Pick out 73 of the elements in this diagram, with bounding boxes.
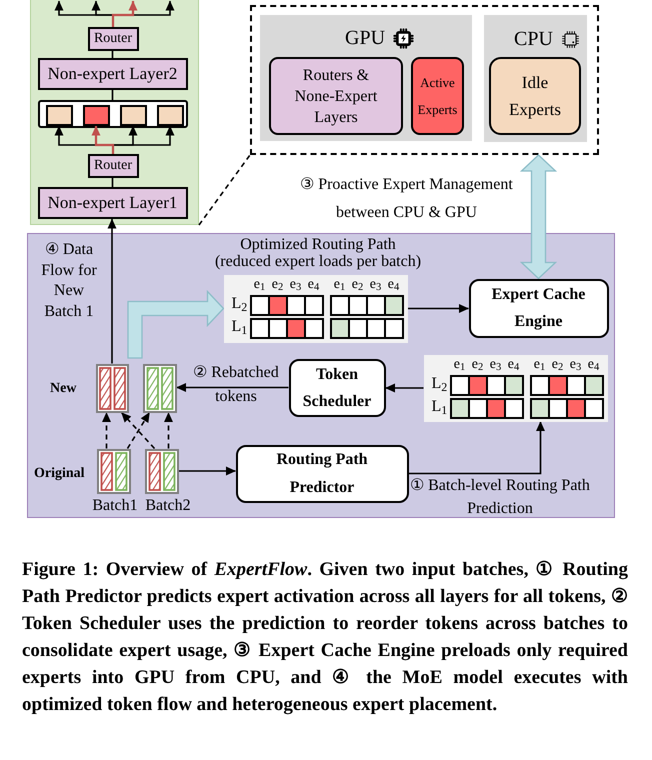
node-caption: Optimized Routing Path — [239, 236, 397, 254]
gpu-panel — [260, 15, 472, 141]
column-header: e$_{4}$ — [306, 276, 320, 292]
column-header: e$_{4}$ — [386, 276, 400, 292]
cpu-panel — [484, 15, 587, 142]
layer-box: Non-expert Layer2 — [38, 58, 188, 90]
figure-caption: Figure 1: Overview of ExpertFlow. Given two input batches, ① Routing Path Predictor predicts expert activation across all layers for all tokens, ② Token Scheduler uses the prediction to reorder tokens across batches to consolidate expert usage, ③ Expert Cache Engine preloads only required experts into GPU from CPU, and ④ the MoE model executes with optimized token flow and heterogeneous expert placement. — [22, 558, 628, 717]
idle-experts-box: Idle Experts — [489, 57, 581, 135]
column-header: e$_{1}$ — [532, 356, 546, 372]
column-header: e$_{2}$ — [470, 356, 484, 372]
active-experts-box: Active Experts — [411, 57, 464, 135]
column-header: e$_{4}$ — [586, 356, 600, 372]
router-box: Router — [88, 27, 138, 51]
module-box: Expert Cache Engine — [468, 278, 608, 338]
arrow — [176, 383, 288, 392]
arrow — [385, 384, 424, 392]
zoom-callout-frame — [250, 5, 599, 155]
arrow — [112, 0, 138, 27]
column-header: e$_{3}$ — [368, 276, 382, 292]
expert-row — [38, 100, 188, 128]
panel-title: CPU — [514, 28, 553, 50]
expert-block — [120, 105, 146, 126]
dashed-line — [198, 154, 251, 226]
edge-label: ① Batch-level Routing Path Prediction — [410, 476, 590, 519]
connector-line — [112, 90, 114, 100]
layer-box: Non-expert Layer1 — [38, 187, 188, 219]
arrow — [408, 421, 545, 474]
row-header: L$_{2}$ — [432, 375, 448, 393]
row-header: L$_{2}$ — [232, 295, 248, 313]
module-box: Routing Path Predictor — [236, 444, 408, 502]
column-header: e$_{2}$ — [270, 276, 284, 292]
dashed-arrow — [102, 412, 111, 448]
row-header: L$_{1}$ — [232, 318, 248, 336]
connector-line — [112, 178, 114, 187]
arrow — [178, 466, 236, 476]
dashed-arrow — [120, 412, 156, 450]
column-header: e$_{1}$ — [452, 356, 466, 372]
dashed-arrow — [164, 412, 173, 448]
row-header: L$_{1}$ — [432, 398, 448, 416]
column-header: e$_{3}$ — [288, 276, 302, 292]
column-header: e$_{2}$ — [550, 356, 564, 372]
node-caption: Batch1 — [91, 497, 139, 515]
column-header: e$_{1}$ — [252, 276, 266, 292]
edge-label: ④ Data Flow for New Batch 1 — [40, 240, 98, 322]
edge-label: ② Rebatched tokens — [192, 363, 280, 407]
component-box: Routers & None-Expert Layers — [269, 57, 403, 135]
row-label: Original — [34, 465, 85, 483]
block-arrow — [127, 290, 224, 359]
arrow — [108, 218, 116, 364]
dashed-arrow — [126, 412, 150, 449]
column-header: e$_{1}$ — [332, 276, 346, 292]
routing-table — [424, 354, 608, 422]
module-box: Token Scheduler — [288, 358, 386, 416]
edge-label: ③ Proactive Expert Management between CPU & GPU — [299, 175, 514, 223]
arrow — [92, 126, 114, 154]
arrow — [408, 304, 469, 313]
node-caption: Batch2 — [144, 497, 192, 515]
node-caption: (reduced expert loads per batch) — [214, 253, 422, 271]
routing-table — [224, 274, 408, 342]
column-header: e$_{3}$ — [568, 356, 582, 372]
connector-line — [112, 51, 114, 58]
column-header: e$_{4}$ — [506, 356, 520, 372]
expert-block — [156, 105, 184, 126]
expert-block — [46, 105, 72, 126]
router-box: Router — [88, 154, 138, 178]
row-label: New — [50, 380, 76, 398]
pipeline-panel — [27, 233, 615, 518]
column-header: e$_{2}$ — [350, 276, 364, 292]
block-arrow — [520, 154, 558, 280]
expert-block — [82, 105, 110, 126]
panel-title: GPU — [345, 27, 386, 49]
column-header: e$_{3}$ — [488, 356, 502, 372]
layer-stack-panel — [30, 0, 199, 225]
